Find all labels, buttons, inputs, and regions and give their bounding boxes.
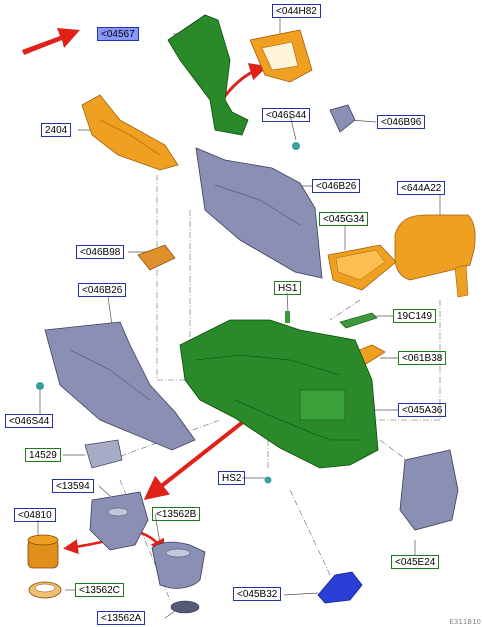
red-indicator-arrow <box>22 28 80 55</box>
callout-045g34[interactable]: <045G34 <box>319 212 369 226</box>
callout-13594[interactable]: <13594 <box>52 479 94 493</box>
cup-ring-part <box>28 581 62 599</box>
callout-046b98[interactable]: <046B98 <box>76 245 125 259</box>
bezel-part <box>249 29 313 83</box>
callout-046b26-left[interactable]: <046B26 <box>78 283 127 297</box>
callout-046b96[interactable]: <046B96 <box>377 115 426 129</box>
cup-holder-insert-part <box>151 541 206 589</box>
console-base-part <box>179 319 379 469</box>
side-panel-right-part <box>195 147 323 279</box>
callout-hs1[interactable]: HS1 <box>274 281 302 295</box>
callout-13562c[interactable]: <13562C <box>75 583 124 597</box>
switch-bracket-part <box>339 312 378 329</box>
callout-045a36[interactable]: <045A36 <box>398 403 447 417</box>
fastener-hs2 <box>264 476 272 484</box>
callout-13562b[interactable]: <13562B <box>152 507 201 521</box>
rear-panel-part <box>399 449 459 531</box>
upper-console-trim-part <box>167 14 249 136</box>
callout-04567[interactable]: <04567 <box>97 27 139 41</box>
callout-13562a[interactable]: <13562A <box>97 611 146 625</box>
cupholder-housing-part <box>89 491 149 551</box>
fastener-hs1 <box>285 311 290 323</box>
callout-045b32[interactable]: <045B32 <box>233 587 282 601</box>
bracket-045b32-part <box>317 571 363 604</box>
diagram-reference-code: E311B10 <box>449 618 482 626</box>
cup-insert-part <box>27 534 59 569</box>
callout-044h82[interactable]: <044H82 <box>272 4 321 18</box>
callout-644a22[interactable]: <644A22 <box>397 181 446 195</box>
armrest-part <box>394 214 476 298</box>
callout-hs2[interactable]: HS2 <box>218 471 246 485</box>
callout-04810[interactable]: <04810 <box>14 508 56 522</box>
callout-061b38[interactable]: <061B38 <box>398 351 447 365</box>
cup-mat-part <box>170 600 200 614</box>
clip-046b96-part <box>329 104 356 133</box>
callout-14529[interactable]: 14529 <box>25 448 61 462</box>
callout-2404[interactable]: 2404 <box>41 123 72 137</box>
callout-19c149[interactable]: 19C149 <box>393 309 437 323</box>
side-panel-left-part <box>44 321 196 451</box>
callout-046s44-top[interactable]: <046S44 <box>262 108 311 122</box>
storage-tray-part <box>327 244 397 291</box>
cupholder-frame-part <box>84 439 123 469</box>
bracket-046b98-part <box>137 244 176 271</box>
trim-panel-part <box>81 94 179 171</box>
callout-046b26-top[interactable]: <046B26 <box>312 179 361 193</box>
callout-046s44-left[interactable]: <046S44 <box>5 414 54 428</box>
screw-046s44-top <box>292 142 300 150</box>
callout-045e24[interactable]: <045E24 <box>391 555 440 569</box>
screw-046s44-left <box>36 382 44 390</box>
